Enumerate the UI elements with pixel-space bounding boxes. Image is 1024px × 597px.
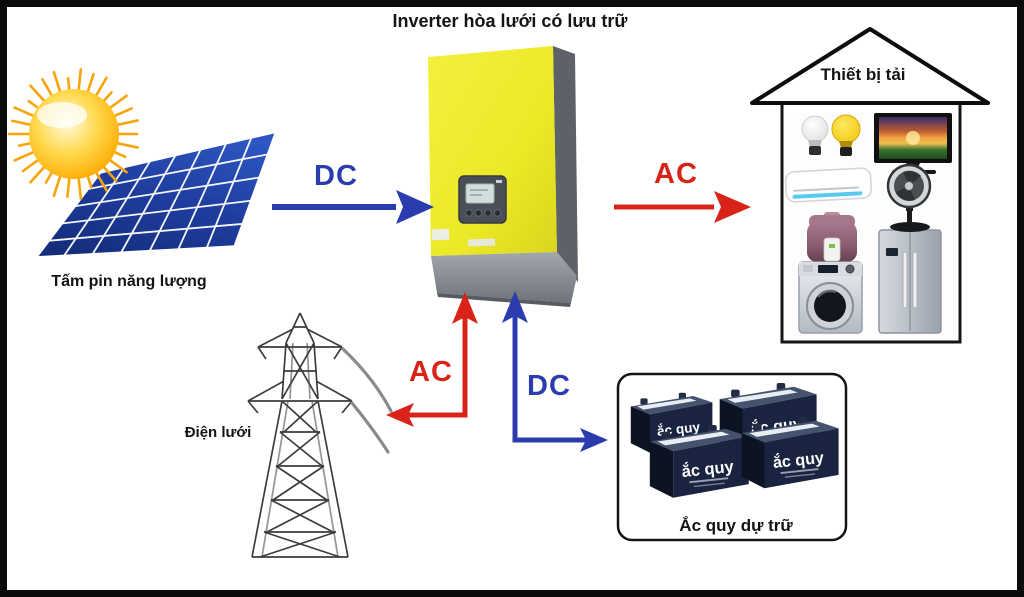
washing-machine-icon [798,261,863,334]
load-label: Thiết bị tải [820,65,906,84]
tv-icon [874,113,952,174]
inverter-icon [428,46,578,307]
light-bulb-white-icon [801,115,829,155]
inverter-display [458,175,507,224]
house-roof [750,27,990,105]
ac-label-load: AC [654,158,698,190]
sun-icon [7,68,139,200]
diagram-title: Inverter hòa lưới có lưu trữ [392,11,628,31]
air-conditioner-icon [784,167,872,203]
solar-panel-label: Tấm pin năng lượng [51,273,207,290]
battery-icon: ắc quy [649,424,749,498]
ac-arrow-inverter-to-load [614,191,751,223]
battery-icon: ắc quy [741,416,839,489]
rice-cooker-icon [807,212,857,262]
solar-panel-icon [31,128,280,260]
dc-arrow-solar-to-inverter [272,190,434,224]
light-bulb-yellow-icon [831,114,861,156]
load-house [750,27,990,344]
grid-label: Điện lưới [184,424,252,441]
battery-bank-label: Ắc quy dự trữ [679,516,793,535]
dc-label-solar: DC [314,160,358,192]
ac-arrow-inverter-grid [386,292,478,427]
battery-bank: ắc quy ắc quy [616,372,848,542]
power-tower-icon [247,312,353,558]
dc-label-battery: DC [527,370,571,402]
refrigerator-icon [878,229,942,334]
ac-label-grid: AC [409,356,453,388]
fan-icon [886,163,932,232]
dc-arrow-inverter-battery [502,291,608,452]
power-line-wire [341,347,393,454]
